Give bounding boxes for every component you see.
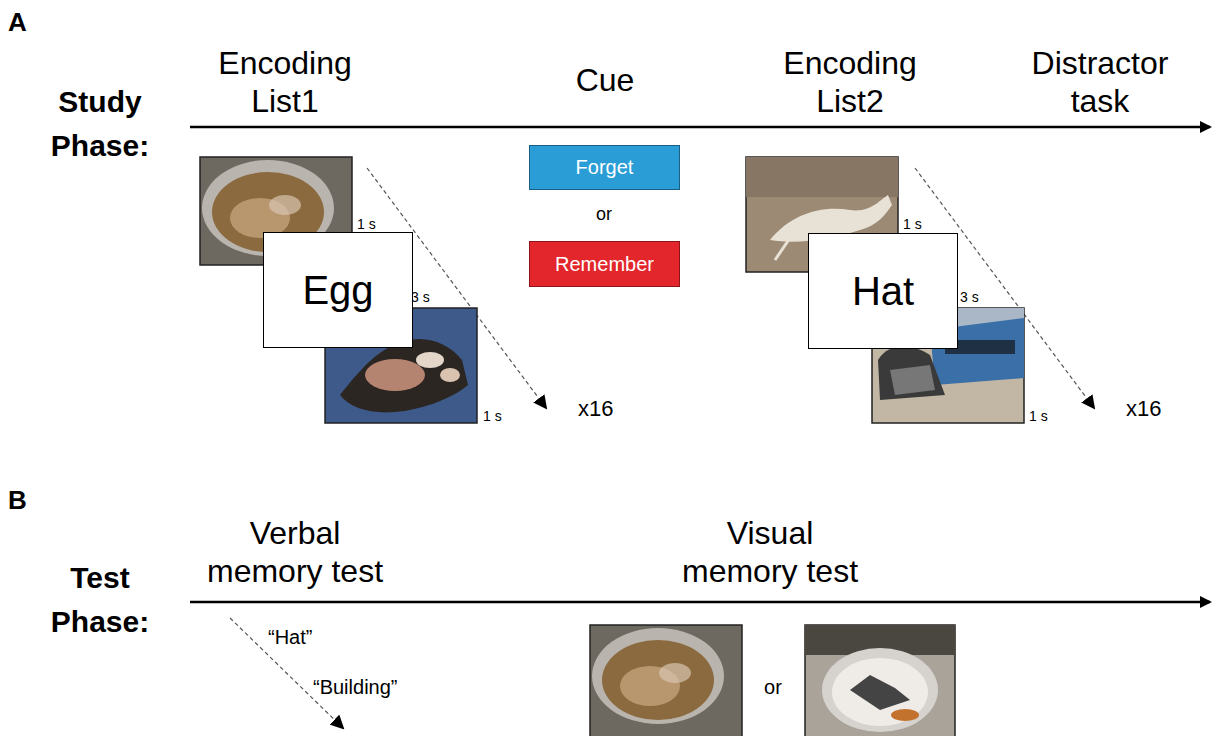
sequence-arrow: [230, 618, 343, 728]
panel-heading: B: [8, 486, 27, 516]
annotation-label: or: [574, 204, 634, 225]
annotation-label: Verbal memory test: [193, 514, 398, 590]
panel-heading: A: [8, 8, 27, 38]
annotation-label: 1 s: [483, 408, 502, 424]
annotation-label: 3 s: [960, 289, 979, 305]
annotation-label: Distractor task: [1010, 44, 1190, 120]
annotation-label: “Hat”: [268, 626, 312, 649]
timeline-arrow: [190, 601, 1210, 604]
panel-heading: Test Phase:: [40, 556, 160, 644]
lure-pot-photo: [805, 625, 955, 736]
annotation-label: 1 s: [903, 216, 922, 232]
annotation-label: Encoding List1: [198, 44, 373, 120]
word-card: Hat: [808, 233, 958, 349]
box-text: Remember: [555, 253, 654, 276]
annotation-label: Encoding List2: [763, 44, 938, 120]
panel-heading: Study Phase:: [40, 80, 160, 168]
box-text: Forget: [576, 156, 634, 179]
annotation-label: “Building”: [313, 676, 397, 699]
remember-cue-box: Remember: [529, 241, 680, 287]
annotation-label: Cue: [545, 62, 665, 99]
timeline-arrow: [190, 126, 1210, 129]
annotation-label: x16: [1126, 396, 1161, 421]
annotation-label: 3 s: [411, 289, 430, 305]
annotation-label: or: [748, 676, 798, 699]
annotation-label: Visual memory test: [668, 514, 873, 590]
pot-photo: [590, 625, 742, 736]
box-text: Egg: [302, 268, 373, 313]
annotation-label: x16: [578, 396, 613, 421]
forget-cue-box: Forget: [529, 145, 680, 190]
word-card: Egg: [263, 232, 413, 348]
annotation-label: 1 s: [1029, 408, 1048, 424]
box-text: Hat: [852, 269, 914, 314]
annotation-label: 1 s: [357, 216, 376, 232]
